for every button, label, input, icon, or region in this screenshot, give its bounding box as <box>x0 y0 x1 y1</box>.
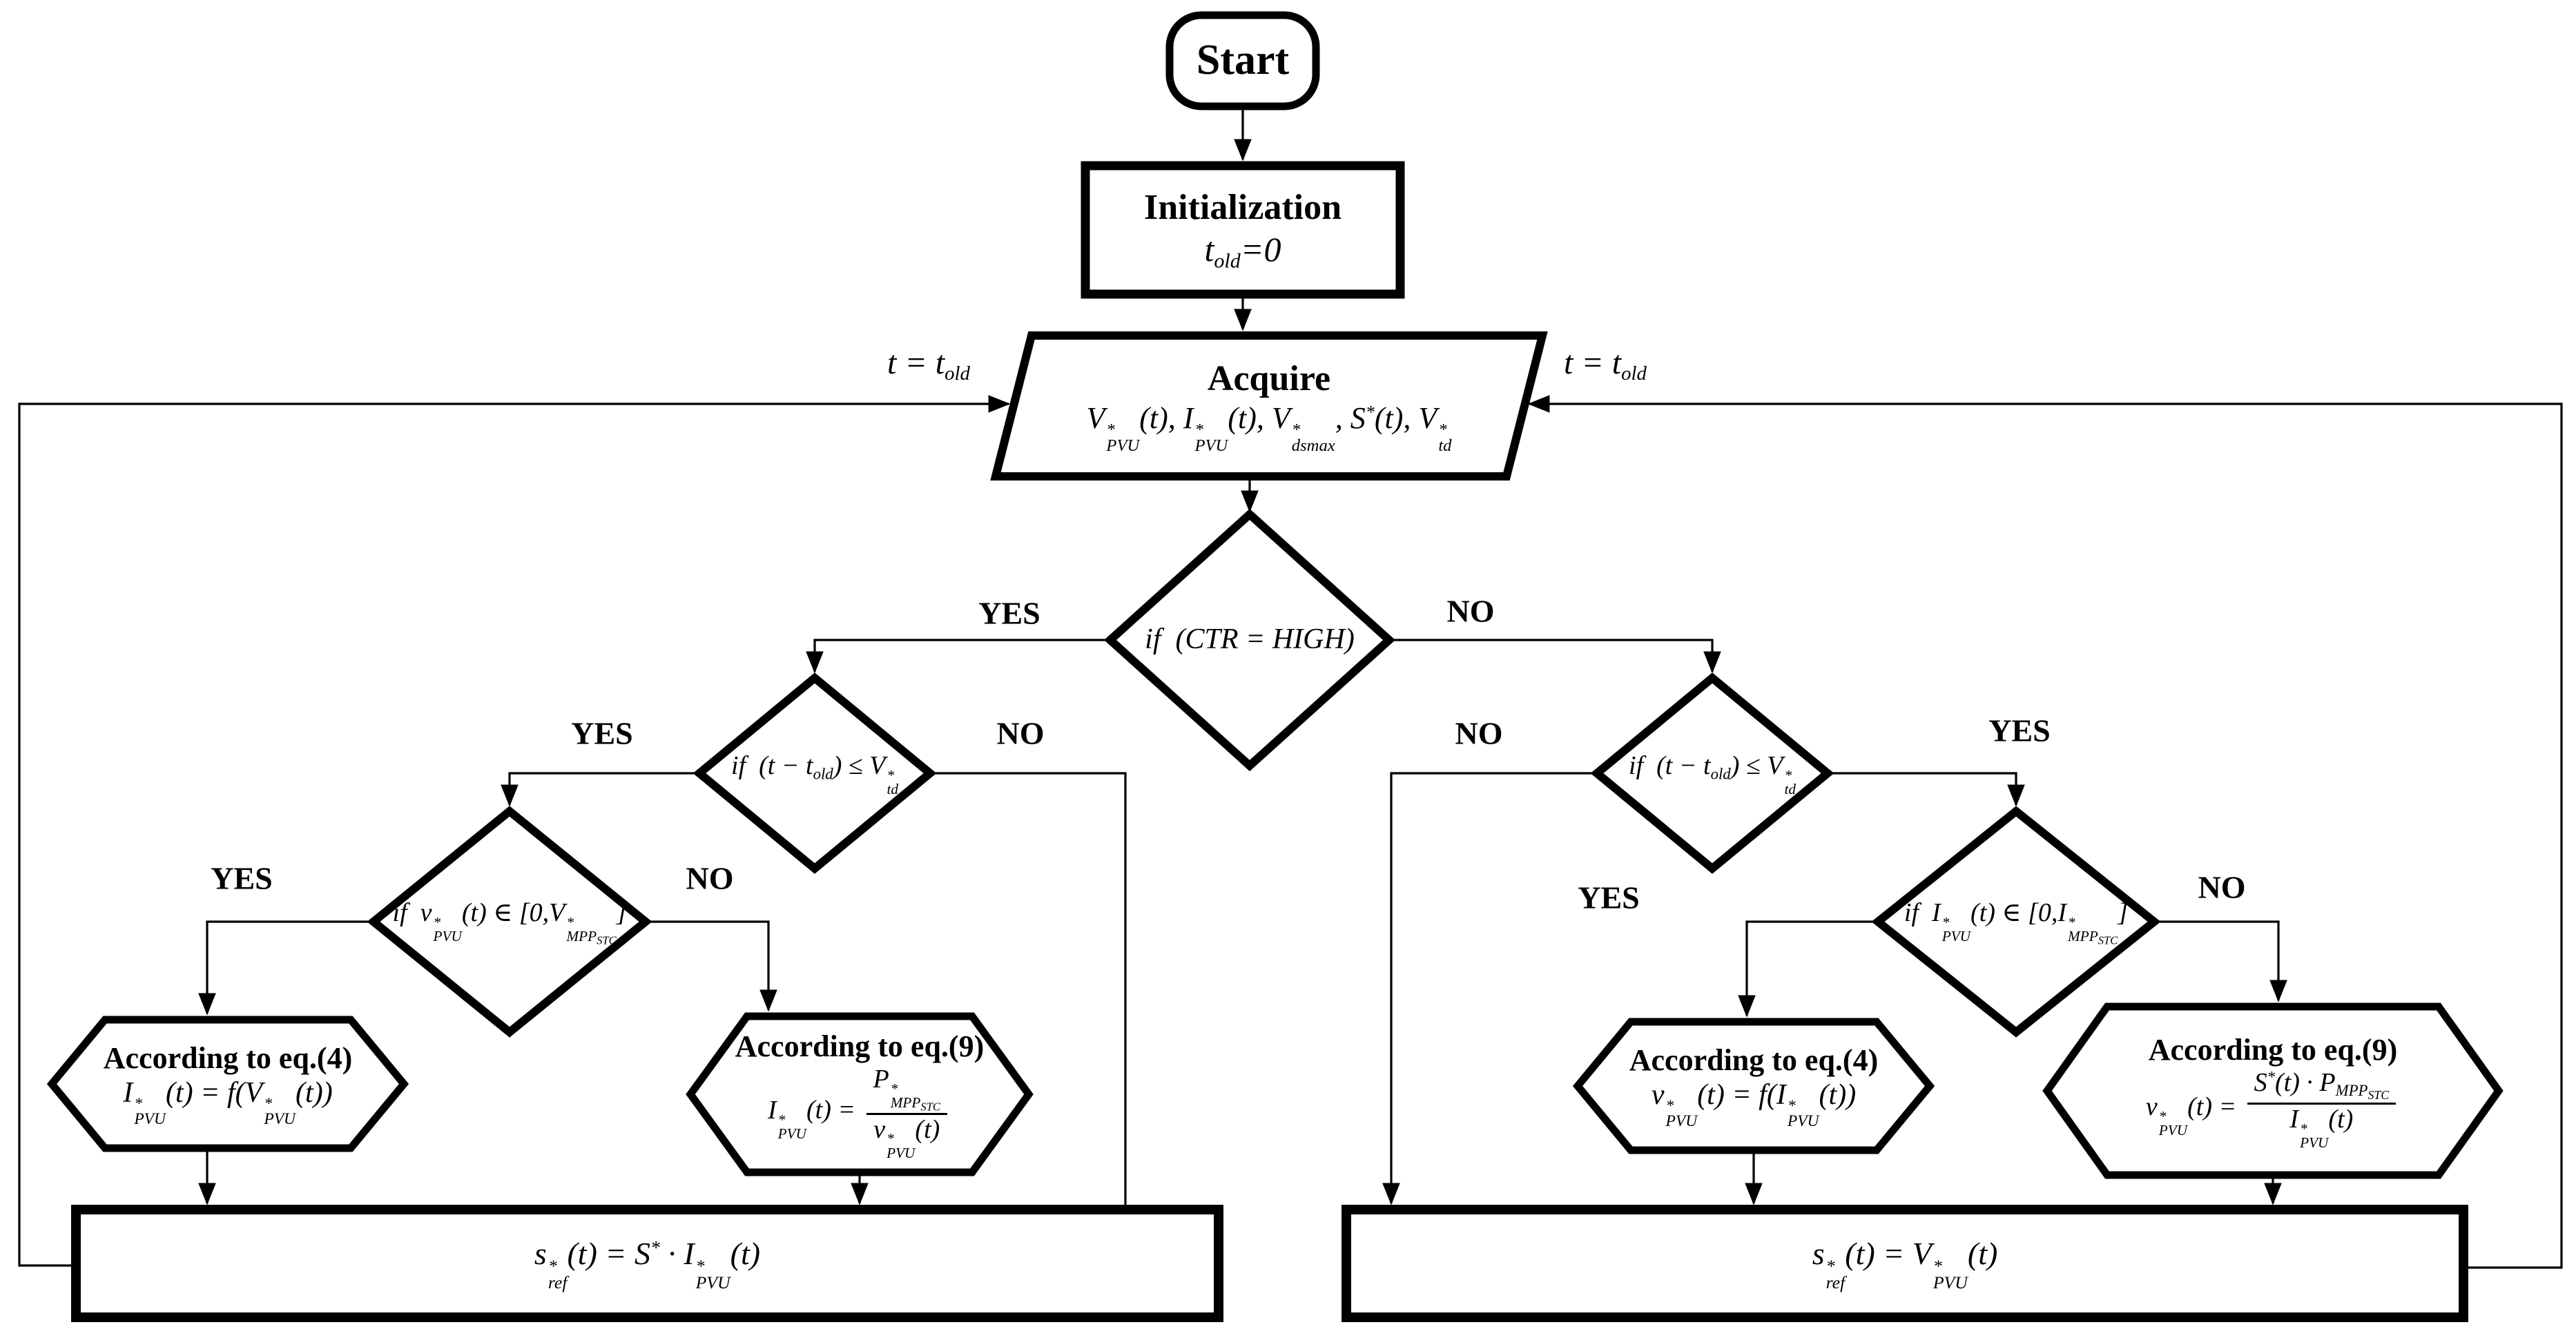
wire-current-no <box>2154 920 2287 1002</box>
decision-time-right-shape <box>1590 672 1834 874</box>
wire-time-right-yes <box>1828 772 2025 807</box>
initialization-title: Initialization <box>1143 188 1342 228</box>
wire-ctr-no <box>1389 639 1721 674</box>
hex-eq4-left-node: According to eq.(4) I*PVU(t) = f(V*PVU(t… <box>52 1020 404 1148</box>
decision-time-left-node: if (t − told) ≤ V*td <box>699 678 930 869</box>
hex-eq4-left-shape <box>46 1016 409 1152</box>
output-right-equation: s*ref(t) = V*PVU(t) <box>1812 1236 1998 1293</box>
decision-time-right-condition: if (t − told) ≤ V*td <box>1629 750 1796 797</box>
hex-eq9-right-node: According to eq.(9) v*PVU(t) = S*(t) · P… <box>2047 1007 2499 1175</box>
wire-time-left-yes <box>501 772 699 807</box>
output-left-node: s*ref(t) = S* · I*PVU(t) <box>76 1210 1219 1317</box>
edge-label-time-right-yes: YES <box>1988 712 2051 748</box>
decision-time-right-node: if (t − told) ≤ V*td <box>1597 678 1828 869</box>
decision-voltage-left-node: if v*PVU(t) ∈ [0,V*MPPSTC] <box>374 811 646 1032</box>
t-update-label-right: t = told <box>1564 344 1647 385</box>
decision-current-right-shape <box>1871 806 2161 1038</box>
start-label: Start <box>1196 37 1290 84</box>
wire-current-yes <box>1738 920 1878 1018</box>
initialization-node: Initialization told=0 <box>1085 166 1400 294</box>
wire-time-right-no <box>1382 772 1597 1205</box>
hex-eq4-left-equation: I*PVU(t) = f(V*PVU(t)) <box>123 1077 333 1129</box>
decision-voltage-left-shape <box>367 806 652 1038</box>
hex-eq9-left-title: According to eq.(9) <box>735 1029 985 1064</box>
hex-eq9-right-shape <box>2042 1002 2504 1179</box>
output-left-equation: s*ref(t) = S* · I*PVU(t) <box>534 1236 761 1293</box>
decision-time-left-shape <box>693 672 937 874</box>
acquire-shape <box>990 331 1548 481</box>
hex-eq9-left-shape <box>686 1012 1034 1176</box>
output-right-shape <box>1342 1205 2468 1322</box>
edge-label-voltage-yes: YES <box>211 860 273 896</box>
acquire-equation: V*PVU(t), I*PVU(t), V*dsmax, S*(t), V*td <box>1086 400 1452 456</box>
edge-label-time-right-no: NO <box>1455 715 1503 751</box>
decision-ctr-shape <box>1104 508 1395 772</box>
edge-label-current-yes: YES <box>1578 880 1640 915</box>
edge-label-time-left-no: NO <box>996 715 1045 751</box>
output-left-shape <box>71 1205 1223 1322</box>
decision-ctr-condition: if (CTR = HIGH) <box>1145 623 1355 656</box>
hex-eq4-right-shape <box>1572 1018 1935 1154</box>
edge-label-current-no: NO <box>2198 869 2246 905</box>
decision-current-right-node: if I*PVU(t) ∈ [0,I*MPPSTC] <box>1878 811 2154 1032</box>
hex-eq4-right-node: According to eq.(4) v*PVU(t) = f(I*PVU(t… <box>1578 1022 1930 1150</box>
edge-label-voltage-no: NO <box>686 860 734 896</box>
hex-eq4-left-title: According to eq.(4) <box>103 1041 353 1076</box>
decision-ctr-node: if (CTR = HIGH) <box>1110 514 1389 766</box>
start-node: Start <box>1170 15 1316 106</box>
t-update-label-left: t = told <box>887 344 970 385</box>
acquire-node: Acquire V*PVU(t), I*PVU(t), V*dsmax, S*(… <box>996 336 1542 476</box>
wire-time-left-no <box>930 772 1127 1210</box>
acquire-title: Acquire <box>1207 359 1331 399</box>
wire-voltage-no <box>646 920 777 1012</box>
output-right-node: s*ref(t) = V*PVU(t) <box>1346 1210 2463 1317</box>
edge-label-ctr-yes: YES <box>978 595 1040 631</box>
wire-ctr-yes <box>806 639 1110 674</box>
edge-label-time-left-yes: YES <box>571 715 633 751</box>
initialization-shape <box>1081 161 1405 299</box>
start-shape <box>1165 11 1320 110</box>
wire-feedback-left <box>18 395 1011 1267</box>
wire-feedback-right <box>1527 395 2563 1269</box>
initialization-equation: told=0 <box>1204 229 1281 273</box>
hex-eq4-right-title: According to eq.(4) <box>1629 1043 1879 1078</box>
decision-time-left-condition: if (t − told) ≤ V*td <box>731 750 898 797</box>
decision-current-right-condition: if I*PVU(t) ∈ [0,I*MPPSTC] <box>1904 898 2129 947</box>
decision-voltage-left-condition: if v*PVU(t) ∈ [0,V*MPPSTC] <box>392 898 627 947</box>
hex-eq9-right-title: According to eq.(9) <box>2148 1032 2398 1067</box>
hex-eq4-right-equation: v*PVU(t) = f(I*PVU(t)) <box>1651 1079 1857 1131</box>
wire-voltage-yes <box>198 920 374 1016</box>
edge-label-ctr-no: NO <box>1446 593 1495 629</box>
